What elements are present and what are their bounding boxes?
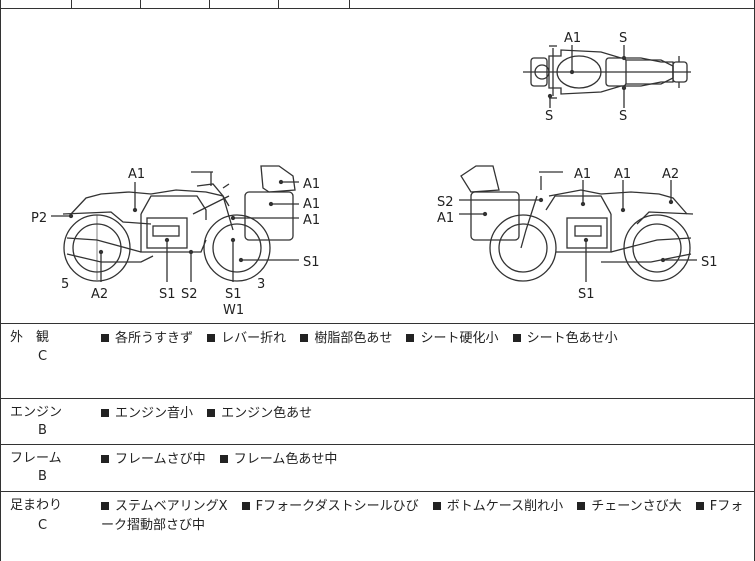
condition-items: フレームさび中 フレーム色あせ中: [101, 450, 744, 469]
label-left-a1-box: A1: [303, 197, 320, 212]
bullet-square-icon: [406, 334, 415, 342]
condition-item: レバー折れ: [221, 331, 287, 346]
label-left-a1-fairing: A1: [303, 177, 320, 192]
condition-item: シート硬化小: [420, 331, 499, 346]
label-right-a2: A2: [662, 167, 679, 182]
condition-item: フレームさび中: [115, 452, 206, 467]
table-cell: [210, 0, 279, 8]
label-left-a1-tank: A1: [128, 167, 145, 182]
label-left-p2: P2: [31, 211, 47, 226]
condition-items: エンジン音小 エンジン色あせ: [101, 404, 744, 423]
condition-grade: B: [38, 423, 47, 438]
condition-item: ボトムケース削れ小: [446, 499, 564, 514]
right-side-view-motorcycle: [459, 165, 697, 282]
table-cell: [279, 0, 350, 8]
label-right-s1-wheel: S1: [701, 255, 718, 270]
top-view-motorcycle: [523, 45, 691, 108]
condition-grade: C: [38, 349, 48, 364]
table-cell: [1, 0, 72, 8]
condition-item: Fフォークダストシールひび: [255, 499, 419, 514]
condition-item: チェーンさび大: [591, 499, 682, 514]
left-side-view-motorcycle: [51, 165, 299, 282]
bullet-square-icon: [101, 502, 109, 510]
bullet-square-icon: [512, 334, 521, 342]
table-cell: [72, 0, 141, 8]
bullet-square-icon: [432, 502, 441, 510]
label-left-a2: A2: [91, 287, 108, 302]
label-top-s3: S: [619, 109, 627, 124]
condition-label: 外 観: [10, 330, 50, 345]
label-left-s1-wheel: S1: [303, 255, 320, 270]
bullet-square-icon: [207, 409, 216, 417]
label-left-5: 5: [61, 277, 69, 292]
label-left-3: 3: [257, 277, 265, 292]
bullet-square-icon: [300, 334, 309, 342]
condition-items: ステムベアリングX Fフォークダストシールひび ボトムケース削れ小 チェーンさび…: [101, 497, 744, 535]
condition-item: フレーム色あせ中: [233, 452, 338, 467]
condition-item: シート色あせ小: [526, 331, 618, 346]
label-right-a1-side: A1: [614, 167, 631, 182]
damage-diagram: A1 S S S: [0, 8, 755, 324]
table-cell: [141, 0, 210, 8]
label-left-s2: S2: [181, 287, 198, 302]
condition-item: 樹脂部色あせ: [314, 331, 393, 346]
bullet-square-icon: [577, 502, 586, 510]
condition-row-frame: フレーム B フレームさび中 フレーム色あせ中: [0, 444, 755, 492]
label-top-s2: S: [545, 109, 553, 124]
label-left-a1-fork: A1: [303, 213, 320, 228]
label-right-a1-tank: A1: [574, 167, 591, 182]
bullet-square-icon: [695, 502, 704, 510]
condition-item: 各所うすきず: [115, 331, 194, 346]
label-right-s2: S2: [437, 195, 454, 210]
condition-item: エンジン色あせ: [221, 406, 313, 421]
condition-grade: C: [38, 518, 48, 533]
condition-row-engine: エンジン B エンジン音小 エンジン色あせ: [0, 398, 755, 445]
label-right-s1-engine: S1: [578, 287, 595, 302]
bullet-square-icon: [219, 455, 228, 463]
condition-grade: B: [38, 469, 47, 484]
label-top-a1: A1: [564, 31, 581, 46]
condition-item: ステムベアリングX: [115, 499, 228, 514]
bullet-square-icon: [207, 334, 216, 342]
label-left-w1: W1: [223, 303, 244, 318]
bullet-square-icon: [101, 455, 109, 463]
label-top-s1: S: [619, 31, 627, 46]
bullet-square-icon: [241, 502, 250, 510]
condition-items: 各所うすきず レバー折れ 樹脂部色あせ シート硬化小 シート色あせ小: [101, 329, 744, 348]
table-cell: [350, 0, 754, 8]
condition-row-exterior: 外 観 C 各所うすきず レバー折れ 樹脂部色あせ シート硬化小 シート色あせ小: [0, 323, 755, 399]
condition-row-chassis: 足まわり C ステムベアリングX Fフォークダストシールひび ボトムケース削れ小…: [0, 491, 755, 561]
motorcycle-diagram-svg: A1 S S S: [31, 31, 718, 318]
label-right-a1-box: A1: [437, 211, 454, 226]
condition-item: エンジン音小: [115, 406, 194, 421]
condition-label: エンジン: [10, 405, 63, 420]
label-left-s1-front: S1: [225, 287, 242, 302]
condition-label: フレーム: [10, 451, 62, 466]
bullet-square-icon: [101, 334, 109, 342]
condition-label: 足まわり: [10, 498, 63, 513]
bullet-square-icon: [101, 409, 109, 417]
condition-item: Fフォーク摺動部さび中: [101, 499, 744, 533]
label-left-s1-engine: S1: [159, 287, 176, 302]
